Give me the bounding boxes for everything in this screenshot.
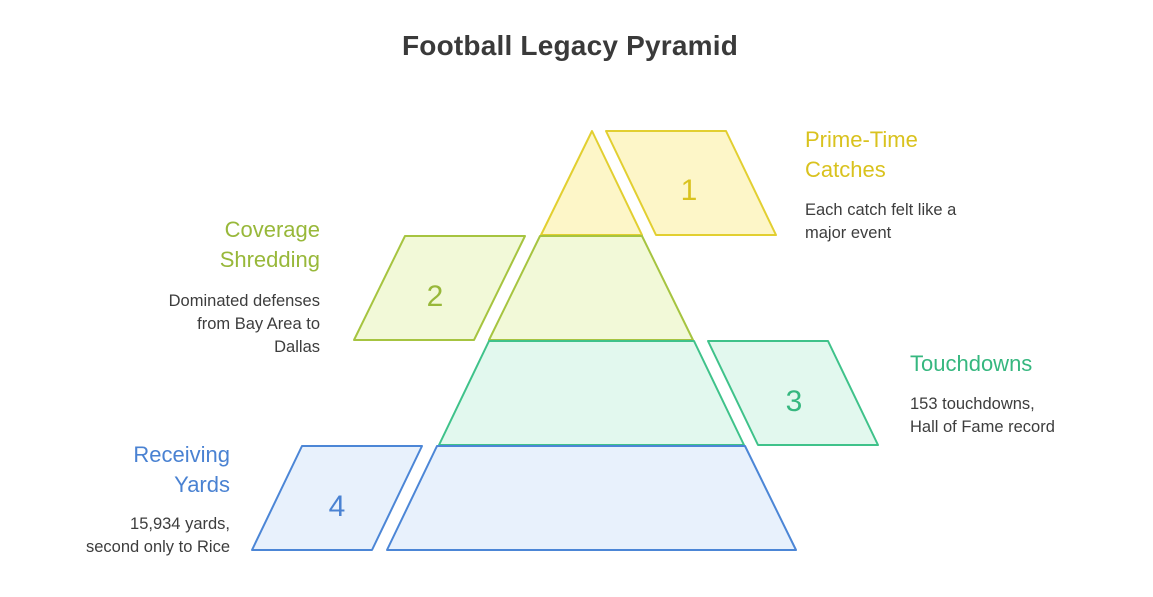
number-2: 2	[427, 280, 444, 313]
number-1: 1	[681, 174, 698, 207]
level-2-desc-line1: Dominated defenses	[168, 292, 320, 310]
level-4-label: Receiving Yards	[30, 440, 230, 500]
level-3-description: 153 touchdowns, Hall of Fame record	[910, 393, 1055, 439]
number-box-4	[251, 445, 423, 551]
level-1-label: Prime-Time Catches	[805, 125, 918, 185]
level-3-label-line1: Touchdowns	[910, 351, 1033, 376]
level-2-label: Coverage Shredding	[120, 215, 320, 275]
number-box-1	[605, 130, 777, 236]
pyramid-tier-2	[488, 235, 694, 341]
level-1-desc-line1: Each catch felt like a	[805, 201, 957, 219]
diagram-title: Football Legacy Pyramid	[401, 30, 739, 61]
number-4: 4	[329, 490, 346, 523]
number-box-3	[707, 340, 879, 446]
level-3-desc-line2: Hall of Fame record	[910, 418, 1055, 436]
level-1-label-line1: Prime-Time	[805, 127, 918, 152]
level-2-description: Dominated defenses from Bay Area to Dall…	[100, 290, 320, 359]
level-2-label-line2: Shredding	[219, 247, 320, 272]
level-2-desc-line3: Dallas	[274, 338, 320, 356]
level-3-label: Touchdowns	[910, 349, 1032, 379]
level-4-desc-line2: second only to Rice	[86, 538, 230, 556]
level-1-label-line2: Catches	[805, 157, 886, 182]
pyramid-tier-3	[438, 340, 745, 446]
level-4-desc-line1: 15,934 yards,	[130, 515, 230, 533]
number-3: 3	[786, 385, 803, 418]
level-2-label-line1: Coverage	[224, 217, 320, 242]
level-2-desc-line2: from Bay Area to	[197, 315, 320, 333]
level-4-label-line2: Yards	[174, 472, 230, 497]
level-4-label-line1: Receiving	[133, 442, 230, 467]
level-1-description: Each catch felt like a major event	[805, 199, 956, 245]
number-box-2	[353, 235, 526, 341]
level-1-desc-line2: major event	[805, 224, 892, 242]
level-3-desc-line1: 153 touchdowns,	[910, 395, 1035, 413]
pyramid-tier-4	[386, 445, 797, 551]
level-4-description: 15,934 yards, second only to Rice	[10, 513, 230, 559]
